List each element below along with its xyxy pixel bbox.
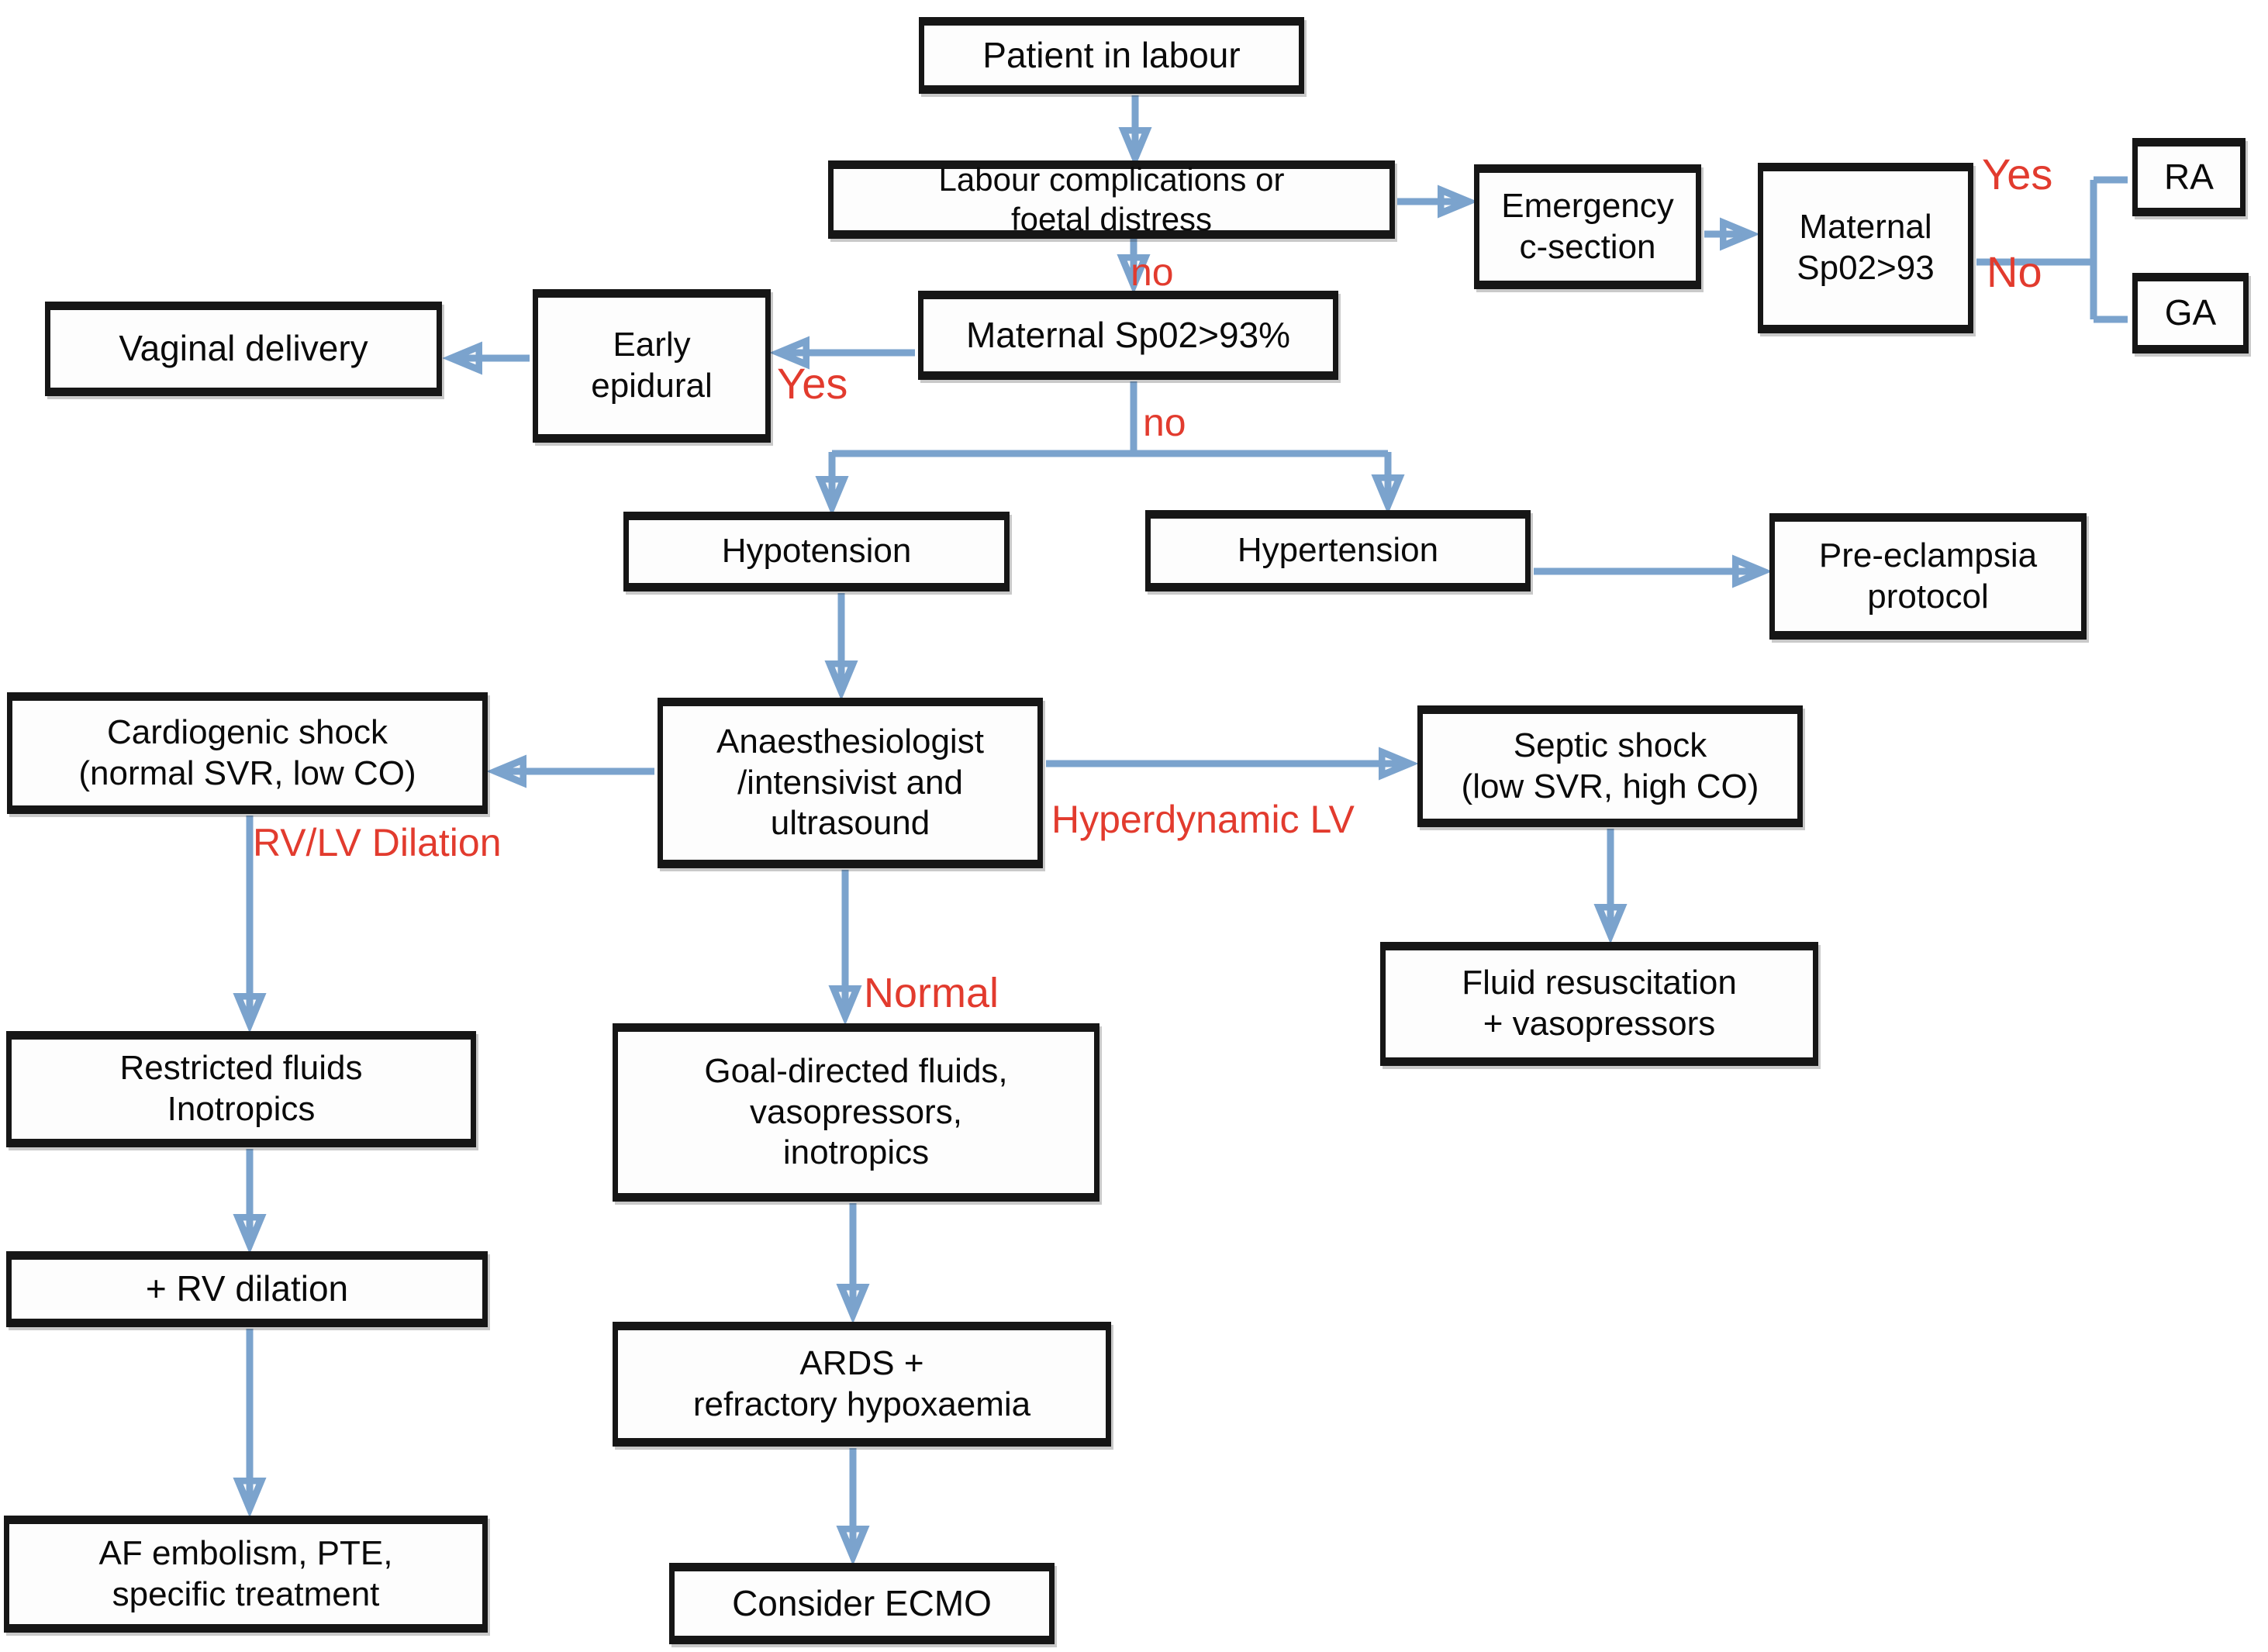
node-goal-directed: Goal-directed fluids, vasopressors, inot…	[613, 1023, 1099, 1202]
edge-label-yes-spo2: Yes	[777, 359, 848, 408]
node-hypertension: Hypertension	[1145, 510, 1531, 591]
node-label: RA	[2164, 156, 2214, 197]
node-label: Hypotension	[721, 532, 912, 571]
node-septic-shock: Septic shock (low SVR, high CO)	[1417, 705, 1803, 827]
edge-spo2-split-bar	[832, 381, 1388, 457]
node-maternal-spo2-right: Maternal Sp02>93	[1758, 163, 1973, 333]
node-label: Cardiogenic shock (normal SVR, low CO)	[78, 712, 416, 792]
node-label: Labour complications or foetal distress	[938, 161, 1285, 237]
node-label: GA	[2164, 292, 2217, 333]
edge-label-no-after-complications: no	[1131, 250, 1174, 294]
node-labour-complications: Labour complications or foetal distress	[828, 160, 1395, 239]
node-label: Pre-eclampsia protocol	[1818, 536, 2038, 616]
node-patient-in-labour: Patient in labour	[919, 17, 1304, 94]
node-label: Restricted fluids Inotropics	[119, 1049, 363, 1128]
node-label: Vaginal delivery	[119, 328, 368, 369]
node-fluid-resuscitation: Fluid resuscitation + vasopressors	[1380, 942, 1818, 1066]
node-emergency-c-section: Emergency c-section	[1474, 164, 1701, 289]
node-label: Fluid resuscitation + vasopressors	[1462, 964, 1737, 1043]
node-label: Goal-directed fluids, vasopressors, inot…	[704, 1051, 1008, 1172]
node-consider-ecmo: Consider ECMO	[669, 1563, 1055, 1644]
edge-label-no-csection: No	[1987, 247, 2042, 296]
node-cardiogenic-shock: Cardiogenic shock (normal SVR, low CO)	[7, 692, 488, 814]
node-maternal-spo2-main: Maternal Sp02>93%	[918, 291, 1338, 380]
node-ards: ARDS + refractory hypoxaemia	[613, 1322, 1111, 1447]
node-label: Maternal Sp02>93%	[965, 314, 1291, 355]
edge-label-hyperdynamic-lv: Hyperdynamic LV	[1051, 798, 1355, 841]
node-af-embolism: AF embolism, PTE, specific treatment	[4, 1516, 488, 1633]
node-label: ARDS + refractory hypoxaemia	[692, 1343, 1031, 1423]
node-label: Patient in labour	[982, 34, 1241, 75]
node-label: + RV dilation	[145, 1268, 349, 1309]
edge-label-normal: Normal	[864, 970, 999, 1016]
node-label: AF embolism, PTE, specific treatment	[98, 1533, 393, 1613]
node-rv-dilation: + RV dilation	[6, 1251, 488, 1327]
node-vaginal-delivery: Vaginal delivery	[45, 302, 442, 396]
edge-label-yes-csection: Yes	[1982, 150, 2053, 198]
node-early-epidural: Early epidural	[533, 289, 771, 443]
node-label: Hypertension	[1237, 531, 1439, 570]
edge-label-rv-lv-dilation: RV/LV Dilation	[253, 821, 502, 864]
node-anaesthesiologist: Anaesthesiologist /intensivist and ultra…	[658, 698, 1043, 868]
node-hypotension: Hypotension	[623, 512, 1010, 591]
node-pre-eclampsia: Pre-eclampsia protocol	[1769, 513, 2087, 640]
node-restricted-fluids: Restricted fluids Inotropics	[6, 1031, 476, 1147]
node-label: Consider ECMO	[732, 1582, 992, 1623]
node-label: Early epidural	[591, 326, 713, 405]
edge-label-no-spo2: no	[1143, 401, 1186, 444]
node-ga: GA	[2132, 273, 2249, 354]
node-label: Maternal Sp02>93	[1797, 208, 1935, 287]
node-label: Anaesthesiologist /intensivist and ultra…	[716, 722, 984, 843]
node-label: Septic shock (low SVR, high CO)	[1461, 726, 1759, 805]
node-ra: RA	[2132, 138, 2246, 216]
node-label: Emergency c-section	[1501, 186, 1674, 266]
